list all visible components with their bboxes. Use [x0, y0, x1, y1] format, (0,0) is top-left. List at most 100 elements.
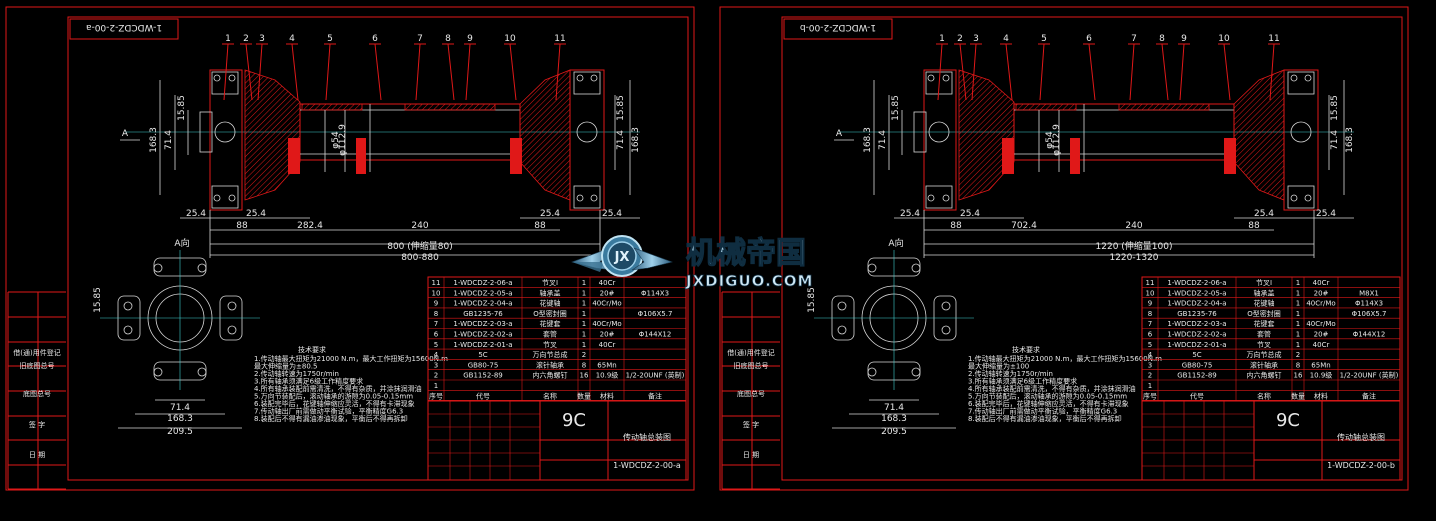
bom-cell: 轴承盖 — [1254, 288, 1275, 297]
side-label-base-no: 底图总号 — [737, 389, 765, 398]
section-label: A — [122, 129, 129, 139]
drawing-title: 传动轴总装图 — [1337, 432, 1385, 442]
bom-cell: 10.9级 — [1310, 371, 1333, 380]
bom-cell: 1 — [582, 320, 586, 328]
bom-cell: GB1235-76 — [1177, 310, 1217, 318]
bom-cell: 2 — [1296, 351, 1300, 359]
note-line-0: 1.传动轴最大扭矩为21000 N.m，最大工作扭矩为15600N.m — [968, 354, 1162, 363]
bom-cell: 40Cr/Mo — [592, 320, 621, 328]
bom-cell: 3 — [434, 361, 438, 369]
bom-cell: 8 — [434, 310, 438, 318]
bolt-icon — [153, 263, 163, 273]
bom-cell: Φ106X5.7 — [638, 310, 673, 318]
bom-cell: 1-WDCDZ-2-03-a — [1167, 320, 1226, 328]
bom-cell: 1-WDCDZ-2-01-a — [1167, 341, 1226, 349]
left-yoke-body — [209, 69, 243, 211]
leader-line — [223, 43, 229, 101]
bolt-icon — [942, 194, 950, 202]
bom-cell: 4 — [434, 351, 439, 359]
right-yoke — [569, 69, 605, 211]
left-flange-hatched — [244, 69, 301, 201]
bom-cell: 6 — [434, 331, 439, 339]
bom-cell: 1 — [582, 310, 586, 318]
bom-cell: 1/2-20UNF (英制) — [626, 371, 685, 380]
bom-header-cell: 数量 — [1291, 391, 1305, 400]
dim-view-168: 168.3 — [881, 414, 907, 424]
dim-total-length: 800 (伸缩量80) — [387, 240, 453, 252]
side-label-register: 借(通)用件登记 — [13, 348, 60, 357]
bom-cell: 65Mn — [1311, 361, 1330, 369]
bom-cell: 16 — [580, 372, 589, 380]
right-yoke-body — [569, 69, 605, 211]
dim-bottom-282: 282.4 — [297, 221, 323, 231]
balloon-2: 2 — [957, 34, 963, 44]
right-cross-hole — [1290, 121, 1312, 143]
bom-cell: 1 — [582, 341, 586, 349]
bolt-icon — [213, 194, 221, 202]
leader-line — [1223, 43, 1231, 101]
bom-cell: 40Cr — [1313, 341, 1330, 349]
universal-joint-view — [814, 250, 974, 390]
watermark: JX 机械帝国 JXDIGUO.COM — [570, 235, 813, 290]
bom-cell: 1 — [434, 382, 438, 390]
bom-cell: 5C — [1192, 351, 1201, 359]
left-flange-stub — [199, 111, 213, 153]
note-line-3: 3.所有轴承须满足6级工作精度要求 — [968, 377, 1077, 386]
bom-cell: 2 — [434, 372, 438, 380]
bom-cell: 1/2-20UNF (英制) — [1340, 371, 1399, 380]
dim-bottom-25d: 25.4 — [1316, 209, 1336, 219]
bom-cell: 40Cr — [1313, 279, 1330, 287]
dim-length-range: 1220-1320 — [1109, 253, 1158, 263]
dim-view-71: 71.4 — [170, 403, 190, 413]
balloon-11: 11 — [1268, 34, 1279, 44]
leader-line — [937, 43, 943, 101]
note-line-7: 7.传动轴出厂前需做动平衡试验，平衡精度G6.3 — [254, 407, 403, 416]
bom-cell: 1 — [1296, 289, 1300, 297]
bolt-icon — [197, 263, 207, 273]
view-label: A向 — [888, 237, 903, 249]
drawing-no-top: 1-WDCDZ-2-00-a — [86, 22, 162, 32]
dim-view-15: 15.85 — [93, 287, 103, 313]
bom-header-cell: 备注 — [648, 391, 662, 400]
balloon-6: 6 — [1086, 34, 1092, 44]
side-label-old-no: 旧底图总号 — [20, 361, 55, 370]
dim-view-71: 71.4 — [884, 403, 904, 413]
bom-cell: 套管 — [1257, 330, 1271, 339]
bolt-icon — [837, 301, 847, 311]
bom-cell: 20# — [1314, 331, 1329, 339]
drawing-no-bottom: 1-WDCDZ-2-00-a — [613, 461, 681, 470]
leader-line — [1005, 43, 1013, 101]
bom-cell: 节叉I — [542, 279, 558, 287]
side-label-register: 借(通)用件登记 — [727, 348, 774, 357]
bom-cell: 万向节总成 — [1247, 350, 1282, 359]
leader-line — [415, 43, 421, 101]
bom-cell: Φ144X12 — [1353, 331, 1386, 339]
grade-mark: 9C — [1276, 410, 1300, 431]
bom-cell: GB80-75 — [468, 361, 499, 369]
bom-cell: 11 — [432, 279, 441, 287]
bom-cell: 5 — [434, 341, 438, 349]
left-yoke-bearing-top — [211, 71, 239, 95]
dim-bottom-25b: 25.4 — [960, 209, 980, 219]
left-flange-stub — [913, 111, 927, 153]
bom-header-cell: 名称 — [1257, 391, 1271, 400]
grade-mark: 9C — [562, 410, 586, 431]
bom-cell: O型密封圈 — [1247, 309, 1281, 318]
balloon-3: 3 — [259, 34, 265, 44]
dim-view-209: 209.5 — [881, 427, 907, 437]
bolt-icon — [213, 74, 221, 82]
right-yoke — [1283, 69, 1319, 211]
left-yoke-bearing-bottom — [925, 185, 953, 209]
bom-cell: 2 — [582, 351, 586, 359]
bom-cell: Φ114X3 — [641, 289, 669, 297]
watermark-title: 机械帝国 — [686, 236, 806, 271]
dim-length-range: 800-880 — [401, 253, 439, 263]
note-line-5: 5.万向节装配后，滚动轴承的游隙为0.05-0.15mm — [254, 392, 413, 401]
leader-line — [465, 43, 471, 101]
leader-line — [1179, 43, 1185, 101]
bom-cell: 1-WDCDZ-2-02-a — [1167, 331, 1226, 339]
dim-bore-dia: φ112.9 — [1052, 124, 1062, 156]
bolt-icon — [590, 74, 598, 82]
